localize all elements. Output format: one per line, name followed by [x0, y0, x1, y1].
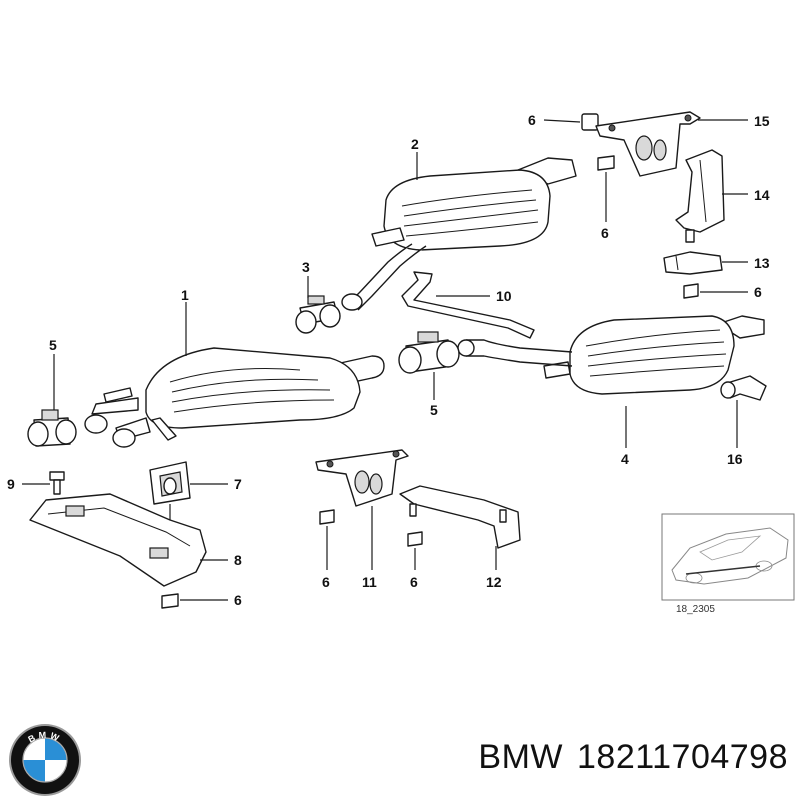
callout-12: 12 [486, 574, 502, 590]
part-rear-silencer-upper [341, 157, 577, 311]
callout-4: 4 [621, 451, 629, 467]
callout-13: 13 [754, 255, 770, 271]
part-clamp-5-center [398, 331, 460, 374]
part-hanger-15 [595, 111, 701, 177]
part-hanger-11 [315, 449, 409, 507]
callout-numbers: 2 1 3 5 5 4 16 6 15 6 14 13 6 10 9 7 8 6… [7, 112, 770, 608]
callout-6-right: 6 [754, 284, 762, 300]
part-nut-6c [683, 283, 699, 299]
part-nut-6e [319, 509, 335, 525]
part-clip-13 [663, 251, 723, 275]
leader-lines [22, 119, 748, 601]
callout-2: 2 [411, 136, 419, 152]
part-nut-6d [161, 593, 179, 609]
brand-name: BMW [478, 738, 564, 776]
bmw-logo-text: BMW [26, 730, 60, 745]
callout-6-bottom-left: 6 [234, 592, 242, 608]
callout-6-top: 6 [528, 112, 536, 128]
part-crossmember-plate [29, 493, 207, 587]
part-bracket-12 [399, 485, 521, 549]
callout-8: 8 [234, 552, 242, 568]
part-nut-6b [597, 155, 615, 171]
callout-16: 16 [727, 451, 743, 467]
callout-7: 7 [234, 476, 242, 492]
car-location-inset: 18_2305 [661, 513, 795, 615]
part-tailpipe-16 [720, 375, 767, 401]
callout-11: 11 [362, 574, 377, 590]
part-bracket-rod [401, 271, 535, 339]
callout-5-center: 5 [430, 402, 438, 418]
bmw-logo: BMW [9, 724, 81, 796]
part-nut-6f [407, 531, 423, 547]
part-rubber-mount-7 [149, 461, 191, 505]
part-number: 18211704798 [577, 738, 788, 776]
diagram-code: 18_2305 [676, 604, 715, 615]
callout-6-lower-a: 6 [322, 574, 330, 590]
callout-6-lower-b: 6 [410, 574, 418, 590]
callout-14: 14 [754, 187, 770, 203]
part-strap-14 [675, 149, 725, 243]
part-caption: BMW 18211704798 [478, 738, 788, 777]
callout-9: 9 [7, 476, 15, 492]
part-clamp-5-left [27, 409, 77, 447]
part-bolt-9 [49, 471, 65, 495]
callout-3: 3 [302, 259, 310, 275]
svg-text:BMW: BMW [26, 730, 63, 745]
part-clamp-3 [295, 295, 341, 334]
part-rear-silencer-lower [457, 315, 765, 395]
callout-15: 15 [754, 113, 770, 129]
car-outline-icon [671, 527, 789, 585]
callout-5-left: 5 [49, 337, 57, 353]
callout-10: 10 [496, 288, 512, 304]
callout-1: 1 [181, 287, 189, 303]
callout-6-upper-right: 6 [601, 225, 609, 241]
part-front-silencer [84, 347, 385, 448]
